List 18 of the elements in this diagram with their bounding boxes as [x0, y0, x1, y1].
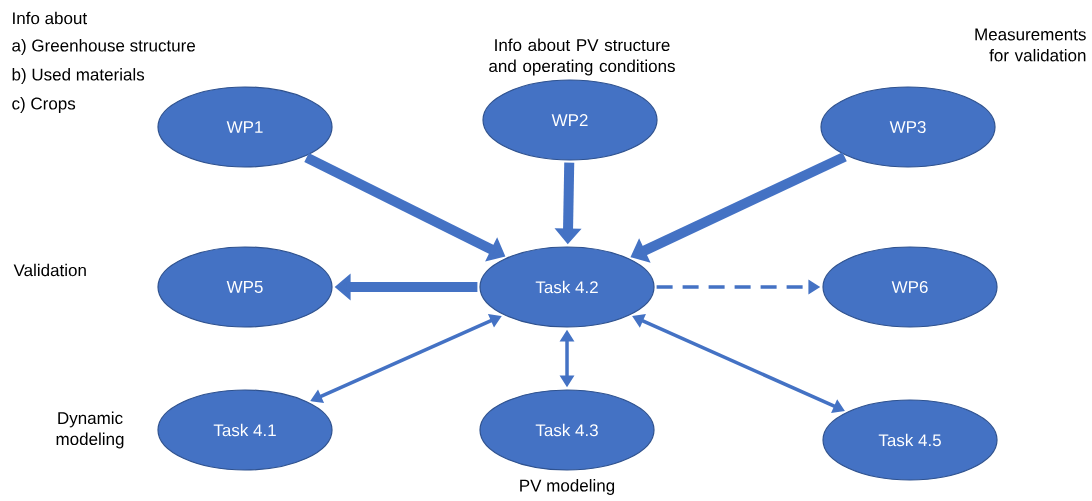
- ellipse-node: WP5: [157, 246, 333, 328]
- ellipse-node: WP1: [157, 86, 333, 168]
- annotation-text: Dynamic modeling: [56, 411, 124, 449]
- annotation-text: Measurements for validation: [975, 28, 1086, 62]
- annotation-text: Validation: [13, 263, 86, 277]
- ellipse-node: Task 4.1: [157, 389, 333, 471]
- annotation-text: Info about: [13, 11, 87, 25]
- ellipse-node: WP2: [482, 79, 658, 161]
- annotation-text: b) Used materials: [12, 68, 145, 84]
- ellipse-node: Task 4.5: [822, 399, 998, 481]
- ellipse-node: Task 4.3: [479, 389, 655, 471]
- annotation-text: PV modeling: [520, 479, 615, 495]
- annotation-text: c) Crops: [12, 97, 76, 113]
- ellipse-node: Task 4.2: [479, 246, 655, 328]
- ellipse-node: WP3: [820, 86, 996, 168]
- annotation-text: Info about PV structure and operating conditions: [489, 38, 675, 76]
- annotation-text: a) Greenhouse structure: [12, 39, 195, 55]
- ellipse-node: WP6: [822, 246, 998, 328]
